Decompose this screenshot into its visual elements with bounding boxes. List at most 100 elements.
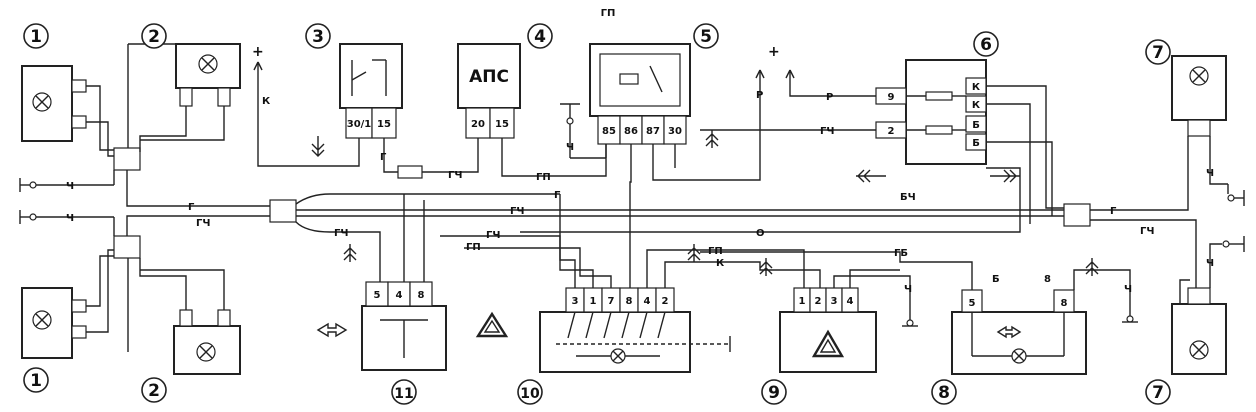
connector-center-left (269, 199, 297, 223)
component-1-top-lamp (21, 65, 87, 142)
relay5-pin-30: 30 (668, 126, 682, 137)
block9-pin-3: 3 (831, 296, 838, 307)
wire-label-k-2: К (716, 258, 725, 269)
top-label: ГП (601, 8, 616, 19)
block10-pin-2: 2 (662, 296, 669, 307)
wire-label-k-1: К (262, 96, 271, 107)
arrow-up-right-2 (785, 69, 795, 79)
component-number-2-bottom: 2 (141, 377, 167, 403)
wire-label-ch-7: Ч (1124, 284, 1132, 295)
wire-label-gch-1: ГЧ (196, 218, 210, 229)
wire-label-ch-5: Ч (1206, 258, 1214, 269)
wire-label-g-3: Г (554, 190, 561, 201)
relay5-pin-86: 86 (624, 126, 638, 137)
component-9-hazard-relay: 1 2 3 4 (779, 287, 877, 373)
svg-text:2: 2 (148, 381, 160, 401)
wire-label-gch-6: ГЧ (820, 126, 834, 137)
wire-label-gch-7: ГЧ (1140, 226, 1154, 237)
svg-text:4: 4 (534, 27, 546, 47)
component-5-relay: 85 86 87 30 (589, 43, 691, 145)
block6-pin-b2: Б (972, 138, 980, 149)
arrow-up-relay3 (253, 61, 263, 71)
flow-arrow-up-4 (759, 258, 773, 276)
block9-pin-1: 1 (799, 296, 806, 307)
svg-text:3: 3 (312, 27, 324, 47)
relay3-pin-1: 30/1 (347, 119, 372, 130)
svg-text:1: 1 (30, 27, 42, 47)
wire-label-gch-3: ГЧ (510, 206, 524, 217)
block11-pin-4: 4 (396, 290, 403, 301)
wire-label-gch-5: ГЧ (486, 230, 500, 241)
component-7-top-lamp (1171, 55, 1227, 137)
component-number-6: 6 (973, 31, 999, 57)
svg-text:9: 9 (768, 383, 780, 403)
component-number-10: 10 (517, 379, 543, 405)
apc-pin-2: 15 (495, 119, 509, 130)
wire-label-gch-2: ГЧ (448, 170, 462, 181)
block6-pin-k1: К (972, 82, 981, 93)
component-number-1-bottom: 1 (23, 367, 49, 393)
flow-arrow-up-1 (705, 130, 719, 148)
wire-labels: Ч Ч Г ГЧ К Г ГЧ ГП Ч Г ГЧ ГЧ ГЧ ГП ГП О … (66, 90, 1214, 295)
wire-label-gp-1: ГП (536, 172, 551, 183)
block10-pin-4: 4 (644, 296, 651, 307)
wire-label-ch-1: Ч (66, 181, 74, 192)
flow-arrow-left (856, 169, 886, 183)
block11-pin-5: 5 (374, 290, 381, 301)
block10-pin-7: 7 (608, 296, 615, 307)
wire-label-g-4: Г (1110, 206, 1117, 217)
wire-label-gch-4: ГЧ (334, 228, 348, 239)
plus-sign-right: + (768, 44, 780, 60)
component-number-3: 3 (305, 23, 331, 49)
wire-label-gb-1: ГБ (894, 248, 908, 259)
block8-label-8: 8 (1044, 274, 1051, 285)
wire-label-ch-2: Ч (66, 213, 74, 224)
connector-right (1063, 203, 1091, 227)
component-4-apc: АПС 20 15 (457, 43, 521, 139)
svg-text:8: 8 (938, 383, 950, 403)
relay3-pin-2: 15 (377, 119, 391, 130)
block11-pin-8: 8 (418, 290, 425, 301)
plus-sign-relay3: + (252, 44, 264, 60)
wire-label-ch-4: Ч (1206, 168, 1214, 179)
component-1-bottom-lamp (21, 287, 87, 359)
component-number-5: 5 (693, 23, 719, 49)
wire-label-ch-3: Ч (566, 142, 574, 153)
svg-text:1: 1 (30, 371, 42, 391)
svg-text:7: 7 (1152, 383, 1164, 403)
component-number-7-top: 7 (1145, 39, 1171, 65)
block6-pin-2: 2 (888, 126, 895, 137)
component-8-indicator: 5 8 Б 8 (951, 274, 1087, 375)
block6-pin-b1: Б (972, 120, 980, 131)
relay5-pin-87: 87 (646, 126, 660, 137)
wire-label-o-1: О (756, 228, 765, 239)
block10-pin-3: 3 (572, 296, 579, 307)
block10-pin-8: 8 (626, 296, 633, 307)
wire-label-bch-1: БЧ (900, 192, 916, 203)
component-number-11: 11 (391, 379, 417, 405)
block8-label-b: Б (992, 274, 1000, 285)
wire-label-g-2: Г (380, 152, 387, 163)
wire-label-p-1: Р (756, 90, 763, 101)
component-number-7-bottom: 7 (1145, 379, 1171, 405)
wire-label-p-2: Р (826, 92, 833, 103)
block9-pin-4: 4 (847, 296, 854, 307)
component-11-turn-switch: 5 4 8 (316, 281, 447, 371)
wire-label-gp-3: ГП (708, 246, 723, 257)
component-number-2-top: 2 (141, 23, 167, 49)
component-number-1-top: 1 (23, 23, 49, 49)
component-2-top (175, 43, 241, 107)
flow-arrow-down (311, 136, 325, 157)
arrow-up-right-1 (755, 69, 765, 79)
component-10-hazard-switch: 3 1 7 8 4 2 (539, 287, 731, 373)
relay5-pin-85: 85 (602, 126, 616, 137)
apc-label: АПС (469, 67, 509, 87)
svg-text:5: 5 (700, 27, 712, 47)
component-number-9: 9 (761, 379, 787, 405)
component-number-8: 8 (931, 379, 957, 405)
svg-text:7: 7 (1152, 43, 1164, 63)
svg-text:10: 10 (520, 386, 540, 402)
component-6-fuse-block: 9 2 К К Б Б (875, 59, 987, 165)
block6-pin-9: 9 (888, 92, 895, 103)
